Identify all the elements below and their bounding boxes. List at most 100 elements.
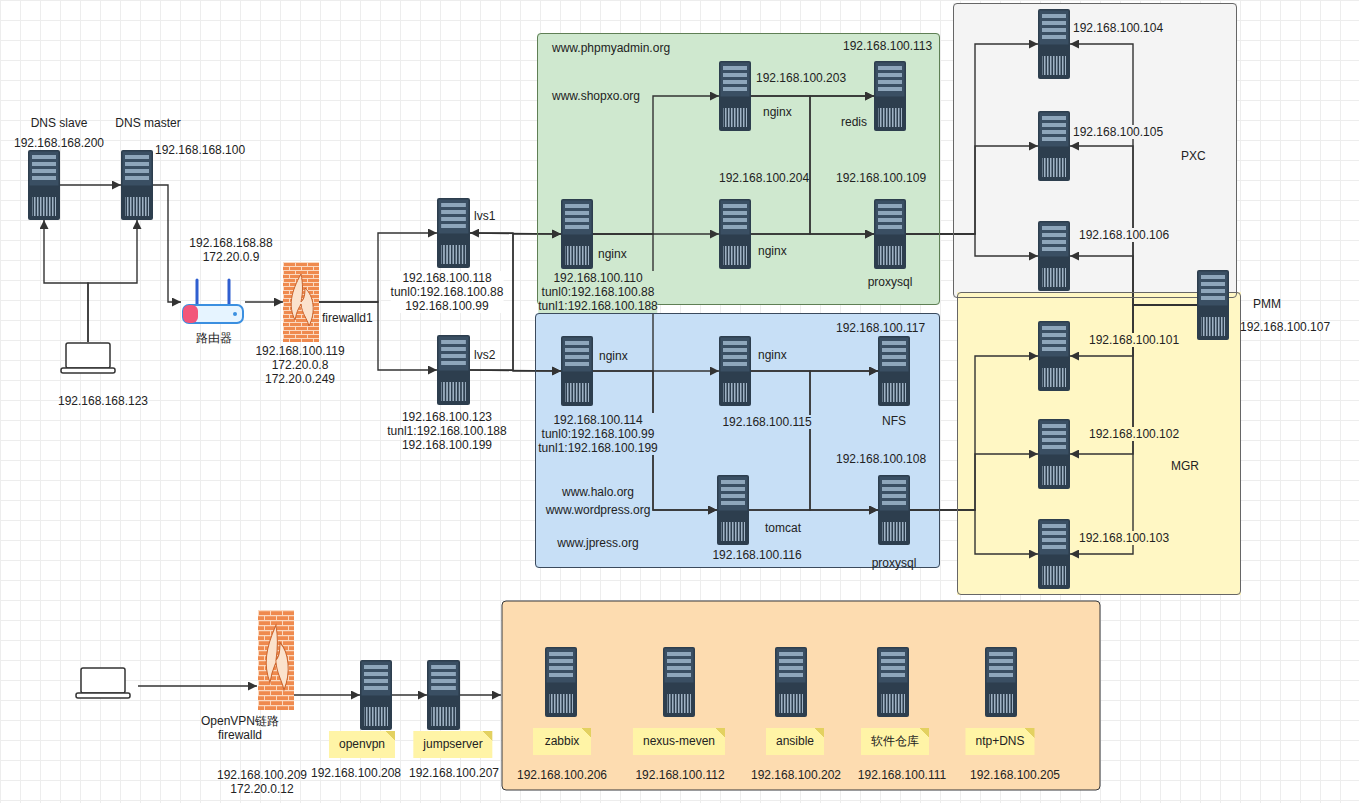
connector — [906, 146, 1038, 234]
device-icon — [437, 335, 470, 405]
note-label: 软件仓库 — [861, 728, 929, 755]
node-label: nginx — [758, 244, 787, 258]
node-label: 192.168.100.109 — [836, 171, 926, 185]
device-icon — [985, 647, 1017, 717]
node-label: OpenVPN链路 firewalld — [201, 714, 279, 742]
device-glyph — [717, 475, 749, 545]
server-node: tomcat192.168.100.116 — [717, 475, 749, 545]
device-icon — [1038, 419, 1070, 489]
device-icon — [878, 475, 910, 545]
note-label: openvpn — [329, 731, 395, 758]
node-label: 192.168.100.117 — [836, 321, 925, 335]
device-icon — [561, 199, 593, 269]
device-glyph — [121, 150, 153, 220]
server-node: 192.168.100.109proxysql — [874, 199, 906, 269]
node-label: nginx — [758, 348, 787, 362]
device-glyph — [719, 336, 751, 406]
node-label: www.halo.org — [562, 485, 634, 499]
laptop-node: 192.168.168.123 — [60, 342, 116, 374]
server-node: nexus-meven192.168.100.112 — [663, 647, 695, 717]
device-icon — [719, 336, 751, 406]
device-glyph — [1038, 519, 1070, 589]
node-label: 192.168.100.203 — [756, 71, 846, 85]
device-icon — [181, 277, 245, 327]
device-icon — [717, 475, 749, 545]
device-glyph — [437, 198, 470, 268]
device-glyph — [561, 336, 593, 406]
group-box: www.halo.orgwww.wordpress.orgwww.jpress.… — [535, 313, 940, 568]
server-node: openvpn192.168.100.208 — [360, 660, 392, 730]
server-node: lvs1192.168.100.118 tunl0:192.168.100.88… — [437, 198, 470, 268]
device-glyph — [1038, 321, 1070, 391]
laptop-icon — [76, 668, 130, 698]
server-node: 192.168.100.104 — [1038, 9, 1070, 79]
node-label: 192.168.100.116 — [712, 548, 801, 562]
device-glyph — [878, 475, 910, 545]
connector — [60, 184, 121, 185]
connector — [749, 509, 878, 510]
device-icon — [1038, 111, 1070, 181]
device-icon — [878, 336, 910, 406]
device-icon — [360, 660, 392, 730]
device-glyph — [1038, 111, 1070, 181]
connector — [910, 356, 1038, 510]
device-glyph — [283, 262, 319, 342]
server-node: DNS slave192.168.168.200 — [28, 150, 60, 220]
node-label: 192.168.100.206 — [517, 768, 607, 782]
connector — [751, 233, 874, 234]
group-box: www.phpmyadmin.orgwww.shopxo.orgnginx192… — [537, 33, 940, 305]
node-label: DNS master — [115, 116, 180, 130]
server-node: ntp+DNS192.168.100.205 — [985, 647, 1017, 717]
connector — [593, 96, 719, 234]
connector — [910, 454, 1038, 510]
server-node: nginx192.168.100.115 — [719, 336, 751, 406]
connector — [1070, 146, 1197, 305]
device-icon — [1197, 270, 1229, 340]
node-label: 192.168.100.106 — [1079, 228, 1169, 242]
device-icon — [258, 610, 294, 710]
device-glyph — [878, 336, 910, 406]
group-fill — [537, 33, 940, 305]
server-node: nginx192.168.100.114 tunl0:192.168.100.9… — [561, 336, 593, 406]
firewall-node: firewalld1192.168.100.119 172.20.0.8 172… — [283, 262, 319, 342]
server-node: 192.168.100.117NFS — [878, 336, 910, 406]
note-label: nexus-meven — [633, 728, 725, 755]
node-label: 192.168.100.103 — [1079, 531, 1169, 545]
device-icon — [283, 262, 319, 342]
device-glyph — [437, 335, 470, 405]
device-glyph — [874, 61, 906, 131]
device-icon — [1038, 9, 1070, 79]
connector — [245, 301, 283, 302]
connector — [910, 510, 1038, 554]
connector — [751, 371, 878, 510]
device-glyph — [427, 660, 460, 730]
device-glyph — [719, 199, 751, 269]
node-label: nginx — [598, 247, 627, 261]
node-label: 192.168.100.113 — [843, 39, 932, 53]
connector — [392, 694, 427, 695]
server-node: 192.168.100.108proxysql — [878, 475, 910, 545]
server-node: jumpserver192.168.100.207 — [427, 660, 460, 730]
device-icon — [874, 61, 906, 131]
group-fill — [535, 313, 940, 568]
device-icon — [60, 342, 116, 374]
node-label: 192.168.100.208 — [311, 766, 401, 780]
node-label: lvs1 — [474, 209, 495, 223]
node-label: 192.168.168.123 — [58, 394, 148, 408]
note-label: ansible — [766, 728, 824, 755]
node-label: firewalld1 — [322, 311, 373, 325]
node-label: 路由器 — [196, 331, 232, 345]
node-label: lvs2 — [474, 348, 495, 362]
device-glyph — [561, 199, 593, 269]
device-glyph — [360, 660, 392, 730]
device-glyph — [1197, 270, 1229, 340]
device-icon — [1038, 321, 1070, 391]
server-node: 192.168.100.103 — [1038, 519, 1070, 589]
device-glyph — [877, 647, 909, 717]
connector — [88, 220, 137, 342]
device-icon — [121, 150, 153, 220]
connector — [906, 44, 1038, 234]
device-icon — [28, 150, 60, 220]
note-label: zabbix — [533, 728, 591, 755]
